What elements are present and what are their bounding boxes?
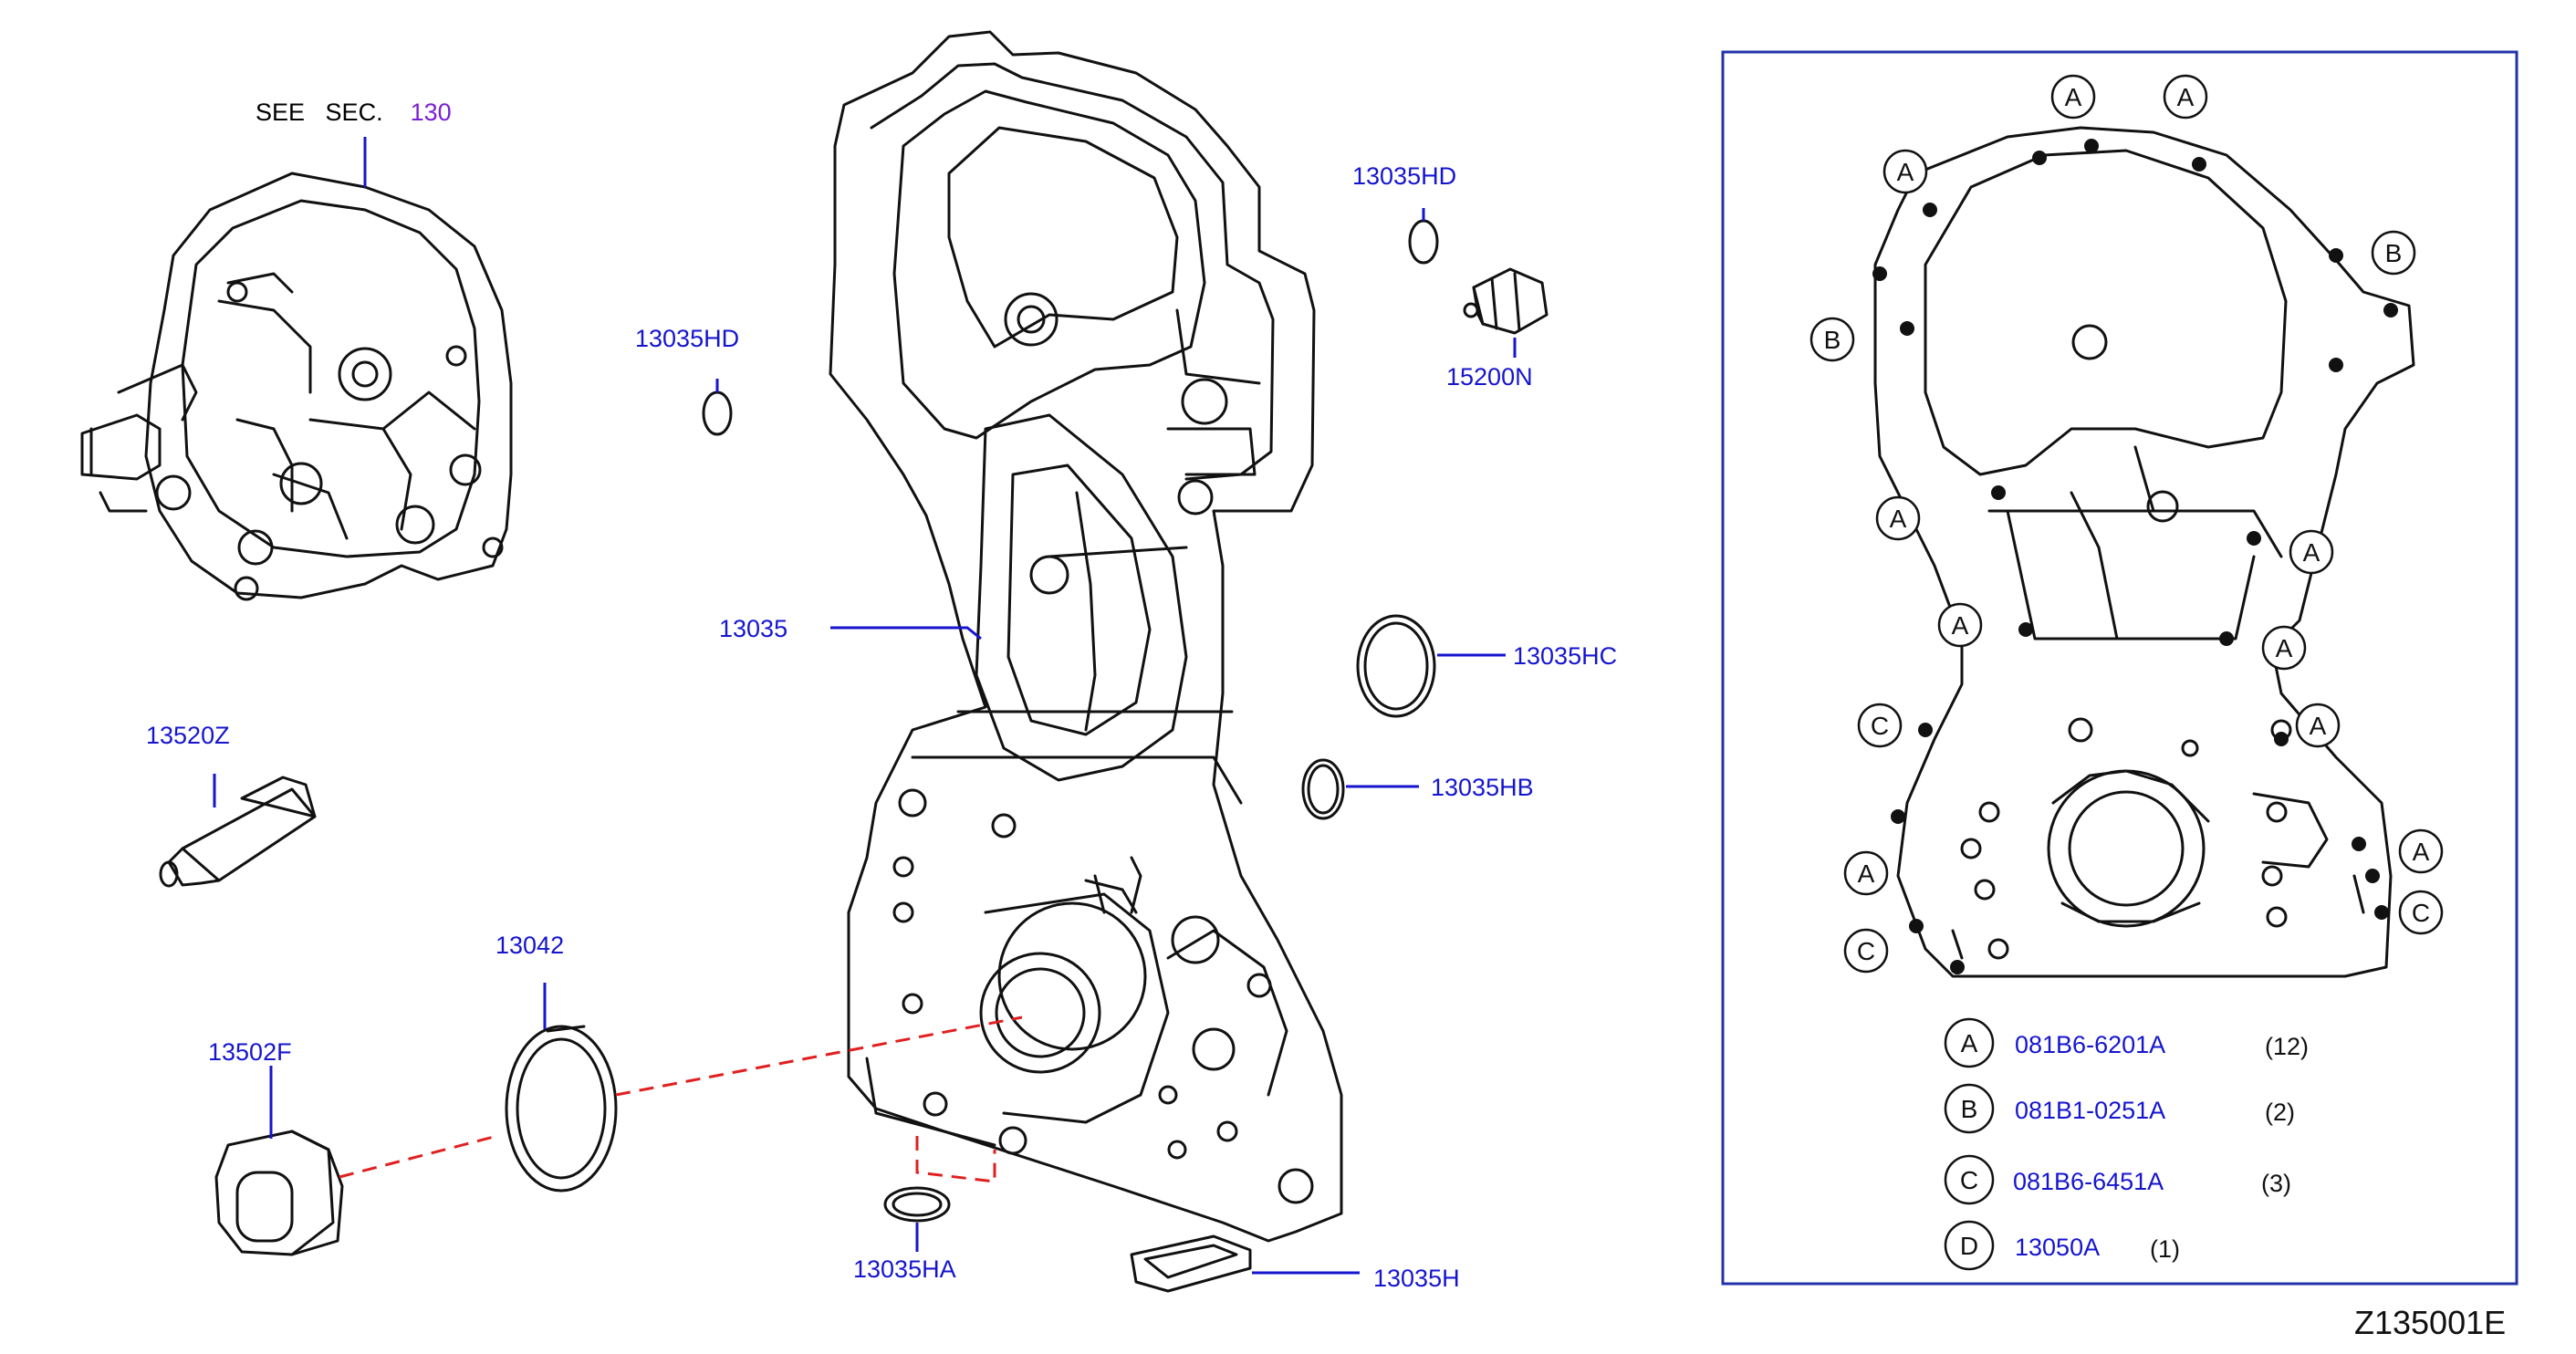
bolt-dots [1872,139,2398,974]
callout-a: A [2398,828,2444,874]
sec-text: SEC. [325,99,383,126]
callout-a: A [2295,703,2341,748]
fastener-a-qty: (12) [2265,1033,2310,1060]
o-ring-13035ha [883,1186,951,1223]
svg-text:A: A [1952,611,1969,640]
fastener-b-part[interactable]: 081B1-0251A [2015,1097,2166,1124]
leader-lines [213,137,1517,1275]
bolt-table-frame [1721,50,2519,1286]
svg-text:B: B [1961,1095,1978,1123]
svg-text:A: A [2177,83,2195,111]
o-ring-13035hd-right [1408,219,1439,265]
label-15200n[interactable]: 15200N [1446,363,1533,391]
svg-text:B: B [1824,326,1841,354]
front-oil-seal [505,1025,618,1193]
svg-text:A: A [1961,1029,1978,1057]
o-ring-13035hb-inner [1307,764,1340,815]
legend-circle-d: D [1944,1220,1995,1271]
see-section-ref: SEE SEC. 130 [256,100,452,125]
o-ring-13035ha-inner [892,1192,943,1217]
chain-case-assembly [80,172,513,601]
svg-text:D: D [1960,1232,1978,1260]
legend-circle-b: B [1944,1083,1995,1134]
svg-text:C: C [1960,1166,1978,1194]
callout-b: B [1809,317,1855,362]
label-13035[interactable]: 13035 [719,615,788,642]
fastener-b-qty: (2) [2265,1099,2295,1126]
bolt-layout-cover [1873,126,2415,978]
label-13035ha[interactable]: 13035HA [853,1255,956,1283]
callout-c: C [1843,928,1889,974]
svg-text:B: B [2385,239,2403,267]
callout-b: B [2371,230,2416,276]
o-ring-13035hb [1301,758,1345,820]
label-13520z[interactable]: 13520Z [146,722,230,749]
svg-text:C: C [2412,899,2430,927]
svg-text:A: A [2413,838,2430,866]
diagram-id: Z135001E [2354,1304,2507,1341]
legend-circles: A B C D [1944,1017,1995,1271]
see-text: SEE [256,99,306,126]
o-ring-13035hc-inner [1363,621,1429,711]
o-ring-13035hc [1356,614,1436,718]
o-ring-13035hd-left [702,391,733,436]
section-number-link[interactable]: 130 [410,99,452,126]
label-13035hd-right[interactable]: 13035HD [1352,162,1457,190]
fastener-a-part[interactable]: 081B6-6201A [2015,1031,2166,1058]
callout-a: A [1875,495,1921,541]
fastener-c-qty: (3) [2261,1170,2291,1197]
callout-a: A [2289,529,2334,575]
fastener-c-part[interactable]: 081B6-6451A [2013,1168,2164,1195]
timing-chain-case [829,30,1343,1243]
callout-a: A [2163,74,2208,120]
svg-text:A: A [2310,712,2327,740]
svg-text:A: A [1897,158,1914,186]
callout-a: A [1937,602,1983,648]
svg-text:A: A [2276,634,2293,662]
fastener-d-part[interactable]: 13050A [2015,1234,2101,1261]
svg-text:C: C [1857,937,1875,965]
callout-c: C [1857,703,1903,748]
legend-circle-a: A [1944,1017,1995,1068]
label-13035hb[interactable]: 13035HB [1431,774,1534,801]
spacer-collar [214,1130,344,1256]
svg-text:A: A [2303,538,2320,567]
label-13042[interactable]: 13042 [495,932,565,959]
alignment-lines [339,1016,1023,1183]
svg-text:A: A [1858,859,1875,888]
svg-text:C: C [1871,712,1889,740]
gasket-13035h [1130,1234,1252,1293]
sealant-tube [159,776,317,888]
svg-text:A: A [2065,83,2082,111]
label-13502f[interactable]: 13502F [208,1038,292,1066]
label-13035hd-left[interactable]: 13035HD [635,325,740,352]
callout-a: A [1882,149,1928,194]
callout-a: A [2050,74,2096,120]
inset-callouts: A A A B B A A A A C A A A C C [1809,74,2444,974]
legend-circle-c: C [1944,1154,1995,1205]
callout-a: A [1843,850,1889,896]
callout-c: C [2398,890,2444,935]
svg-text:A: A [1890,505,1907,533]
label-13035hc[interactable]: 13035HC [1513,642,1618,670]
oil-strainer [1463,267,1549,335]
fastener-d-qty: (1) [2150,1235,2180,1263]
callout-a: A [2261,625,2307,671]
label-13035h[interactable]: 13035H [1373,1265,1460,1292]
